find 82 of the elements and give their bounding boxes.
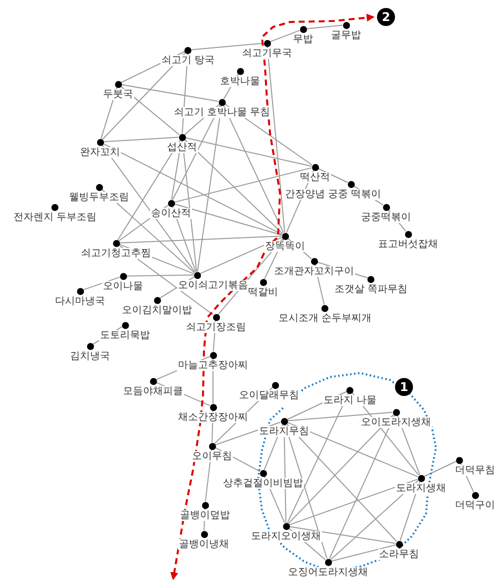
dish-label: 더덕구이 [454,500,496,510]
connector-line [102,144,196,273]
connector-line [126,274,194,276]
dish-label: 웰빙두부조림 [68,192,130,202]
dish-label: 오이나물 [102,280,144,292]
dish-label: 오이쇠고기볶음 [177,280,249,290]
connector-line [174,204,282,236]
connector-line [289,526,396,544]
connector-line [82,276,120,290]
dish-label: 조갯살 쪽파무침 [333,284,409,294]
connector-line [184,137,312,167]
dish-label: 쇠고기장조림 [185,322,247,332]
dish-label: 모듬야채피클 [122,386,184,396]
connector-line [197,105,222,272]
dish-label: 굴무밥 [330,30,362,40]
dish-label: 오이도라지생채 [360,416,432,428]
dish-label: 오징어도라지생채 [287,566,369,578]
connector-line [286,423,398,542]
dish-label: 장똑똑이 [264,240,306,252]
dish-label: 섭산적 [166,142,198,152]
dish-label: 도라지무침 [258,426,310,436]
dish-label: 도토리묵밥 [99,330,151,340]
dish-label: 간장양념 궁중 떡볶이 [284,188,382,200]
connector-line [288,414,394,524]
dish-label: 채소간장장아찌 [177,412,249,422]
dish-label: 소라무침 [378,548,420,560]
dish-label: 오이무침 [191,450,233,462]
connector-line [287,412,393,422]
connector-line [286,422,418,478]
connector-line [270,30,300,42]
dish-label: 쇠고기무국 [241,48,293,58]
connector-line [172,104,221,200]
connector-line [184,138,283,234]
dish-label: 상추겉절이비빔밥 [222,478,304,488]
connector-line [200,236,282,274]
connector-line [306,24,343,30]
dish-label: 오이달래무침 [238,390,300,400]
dish-label: 쇠고기청고추찜 [80,248,152,258]
connector-line [119,236,282,244]
dish-label: 송이산적 [150,208,192,218]
dish-label: 떡산적 [299,172,331,182]
dish-label: 무밥 [292,34,314,44]
dish-label: 조개관자꼬치구이 [273,266,355,276]
connector-line [101,188,195,274]
dish-label: 도라지오이생채 [250,530,322,542]
dish-label: 모시조개 순두부찌개 [277,312,373,324]
connector-line [288,478,418,526]
connector-line [318,168,348,183]
dish-label: 표고버섯잡채 [377,238,439,250]
connector-line [266,46,286,233]
dish-label: 떡갈비 [247,286,279,298]
dish-label: 두붓국 [102,88,134,100]
connector-line [330,544,396,562]
dish-label: 골뱅이냉채 [178,538,230,550]
connector-line [287,392,349,524]
connector-line [102,52,186,140]
callout-number: 1 [395,378,413,396]
connector-line [424,461,456,477]
dish-label: 오이김치말이밥 [121,304,193,316]
connector-line [120,84,220,102]
connector-line [117,140,181,240]
dish-label: 도라지 나물 [322,394,378,406]
dish-label: 전자렌지 두부조림 [12,212,98,222]
connector-line [102,143,282,235]
connector-line [223,104,284,234]
dish-label: 호박나물 [219,76,261,86]
connector-line [174,167,312,203]
dish-label: 다시마냉국 [54,296,106,306]
dish-label: 쇠고기 탕국 [160,54,216,66]
callout-number: 2 [377,8,395,26]
dish-label: 쇠고기 호박나물 무침 [172,106,272,118]
dish-label: 김치냉국 [69,350,111,362]
dish-label: 도라지생채 [395,482,447,494]
connector-line [103,136,179,142]
dish-label: 완자꼬치 [79,146,121,158]
dish-label: 더덕무침 [454,464,496,476]
connector-line [330,480,419,560]
dish-label: 궁중떡볶이 [360,212,412,222]
dish-label: 골뱅이덮밥 [179,510,231,520]
connector-line [191,42,264,50]
connector-line [328,414,396,560]
dish-label: 마늘고추장아찌 [177,360,249,370]
